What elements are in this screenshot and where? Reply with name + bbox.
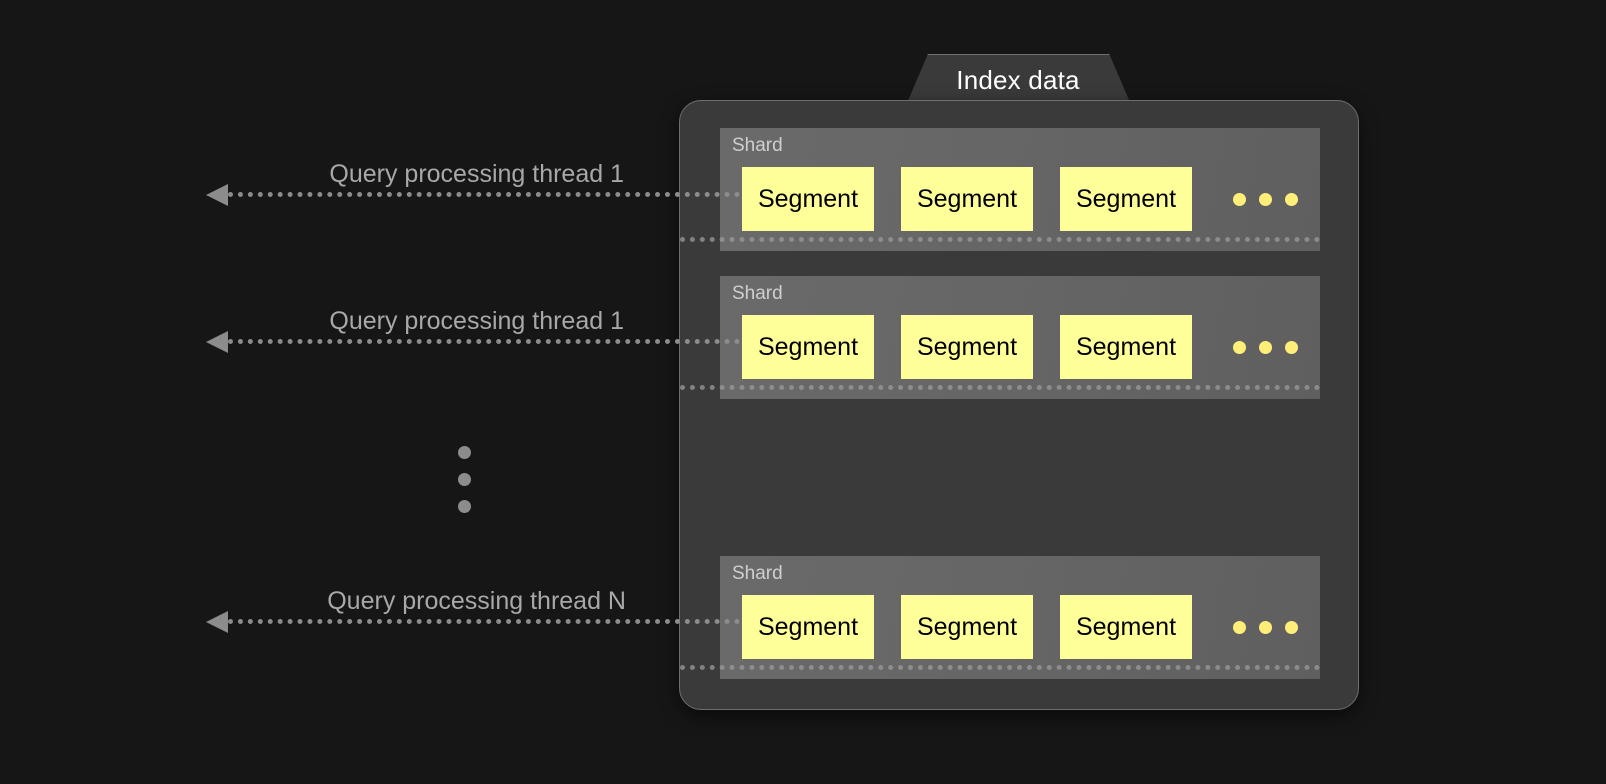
segment-ellipsis-dot (1285, 341, 1298, 354)
segment-ellipsis-dot (1259, 341, 1272, 354)
segment-label: Segment (1075, 185, 1177, 213)
query-thread-n: Query processing thread N (206, 582, 740, 642)
segment-row-1: Segment Segment Segment (680, 167, 1320, 242)
segment-label: Segment (916, 613, 1018, 641)
segment-ellipsis-dot (1233, 621, 1246, 634)
shard-row-2: Shard Segment Segment Segment (680, 276, 1320, 399)
segment-label: Segment (757, 333, 859, 361)
shard-connector-line (680, 665, 1320, 670)
segment-box: Segment (1060, 315, 1192, 379)
shard-label: Shard (732, 135, 783, 156)
shard-row-3: Shard Segment Segment Segment (680, 556, 1320, 679)
index-data-tab: Index data (906, 54, 1131, 104)
thread-vertical-ellipsis (458, 446, 471, 513)
segment-box: Segment (901, 595, 1033, 659)
segment-label: Segment (1075, 333, 1177, 361)
segment-ellipsis-dot (1233, 341, 1246, 354)
query-thread-label: Query processing thread 1 (329, 307, 624, 335)
arrow-left-icon (206, 611, 228, 633)
query-thread-label: Query processing thread N (327, 587, 626, 615)
shard-connector-line (680, 237, 1320, 242)
arrow-left-icon (206, 184, 228, 206)
segment-label: Segment (757, 613, 859, 641)
segment-box: Segment (901, 167, 1033, 231)
segment-ellipsis-dot (1285, 621, 1298, 634)
shard-connector-line (680, 385, 1320, 390)
segment-row-3: Segment Segment Segment (680, 595, 1320, 670)
segment-ellipsis-dot (1233, 193, 1246, 206)
index-data-container: Shard Segment Segment Segment Shard (679, 100, 1359, 710)
thread-arrow-line (228, 339, 740, 344)
shard-label: Shard (732, 563, 783, 584)
segment-ellipsis-dot (1285, 193, 1298, 206)
thread-arrow-line (228, 619, 740, 624)
segment-label: Segment (757, 185, 859, 213)
segment-box: Segment (742, 595, 874, 659)
segment-box: Segment (1060, 167, 1192, 231)
query-thread-label: Query processing thread 1 (329, 160, 624, 188)
segment-box: Segment (901, 315, 1033, 379)
ellipsis-dot (458, 473, 471, 486)
segment-label: Segment (916, 333, 1018, 361)
segment-label: Segment (916, 185, 1018, 213)
segment-box: Segment (742, 315, 874, 379)
query-thread-2: Query processing thread 1 (206, 302, 740, 362)
segment-ellipsis-dot (1259, 193, 1272, 206)
segment-row-2: Segment Segment Segment (680, 315, 1320, 390)
segment-ellipsis-dot (1259, 621, 1272, 634)
shard-label: Shard (732, 283, 783, 304)
segment-box: Segment (1060, 595, 1192, 659)
ellipsis-dot (458, 500, 471, 513)
segment-box: Segment (742, 167, 874, 231)
query-thread-1: Query processing thread 1 (206, 155, 740, 215)
index-data-tab-label: Index data (956, 64, 1080, 95)
ellipsis-dot (458, 446, 471, 459)
arrow-left-icon (206, 331, 228, 353)
thread-arrow-line (228, 192, 740, 197)
segment-label: Segment (1075, 613, 1177, 641)
shard-row-1: Shard Segment Segment Segment (680, 128, 1320, 251)
